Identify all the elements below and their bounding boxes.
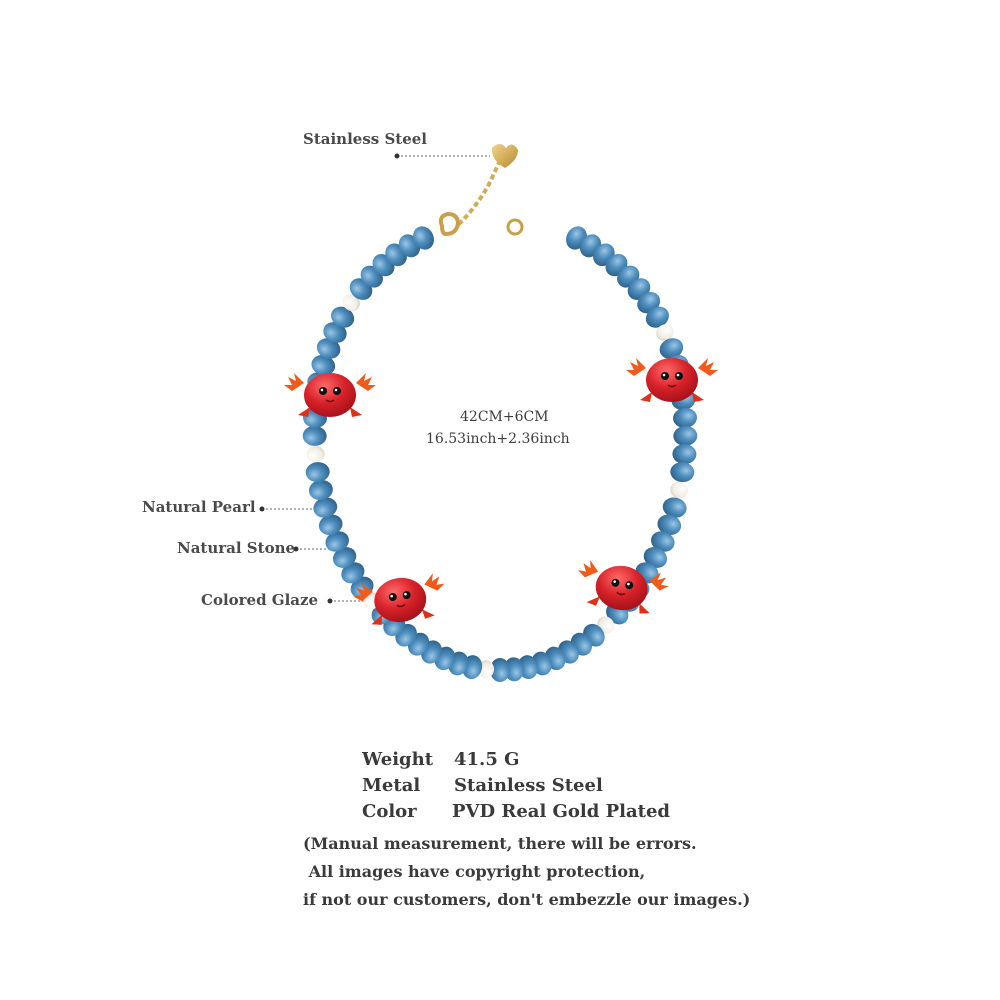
spec-key: Weight [362, 749, 434, 770]
stone-bead [662, 497, 687, 518]
lobster-clasp [438, 211, 461, 237]
stone-bead [670, 462, 695, 483]
pearl-bead [306, 446, 325, 463]
stone-bead [308, 479, 333, 501]
crab-bead-upper-left [283, 372, 377, 418]
callout-clasp-label: Stainless Steel [303, 130, 427, 148]
stone-bead [651, 531, 675, 552]
stone-bead [323, 322, 347, 343]
note-line-1: (Manual measurement, there will be error… [303, 834, 697, 853]
pearl-bead [342, 294, 361, 312]
stone-bead [672, 444, 697, 465]
note-line-3: if not our customers, don't embezzle our… [303, 890, 751, 909]
gold-clasp-chain [438, 144, 524, 237]
dimension-cm: 42CM+6CM [460, 409, 549, 425]
stone-bead [490, 658, 510, 682]
stone-bead [413, 226, 434, 250]
crab-bead-upper-right [625, 357, 719, 403]
stone-bead [316, 338, 341, 359]
stone-bead [311, 355, 336, 376]
spec-key: Color [362, 801, 417, 822]
stone-bead [325, 531, 349, 552]
stone-bead [332, 547, 357, 568]
stone-bead [659, 338, 684, 359]
stone-bead [673, 407, 697, 428]
stone-bead [302, 425, 327, 446]
bead-strand [302, 226, 698, 682]
stone-bead [341, 562, 365, 584]
stone-bead [318, 514, 343, 535]
callout-stone-label: Natural Stone [177, 539, 296, 557]
spec-key: Metal [362, 775, 421, 796]
pearl-bead [670, 481, 689, 499]
stone-bead [313, 497, 338, 518]
dimension-inch: 16.53inch+2.36inch [426, 431, 570, 447]
stone-bead [305, 462, 330, 483]
spec-value: PVD Real Gold Plated [452, 801, 671, 822]
spec-value: 41.5 G [454, 749, 520, 770]
callout-pearl-label: Natural Pearl [142, 498, 256, 516]
callout-lines [259, 153, 490, 604]
callout-glaze-label: Colored Glaze [201, 591, 319, 609]
stone-bead [645, 306, 669, 328]
stone-bead [331, 306, 355, 328]
stone-bead [673, 425, 698, 446]
stone-bead [643, 547, 668, 568]
pearl-bead [656, 324, 674, 341]
note-line-2: All images have copyright protection, [303, 862, 646, 881]
spec-value: Stainless Steel [454, 775, 603, 796]
stone-bead [503, 657, 525, 682]
heart-charm [491, 144, 518, 168]
stone-bead [657, 514, 682, 535]
